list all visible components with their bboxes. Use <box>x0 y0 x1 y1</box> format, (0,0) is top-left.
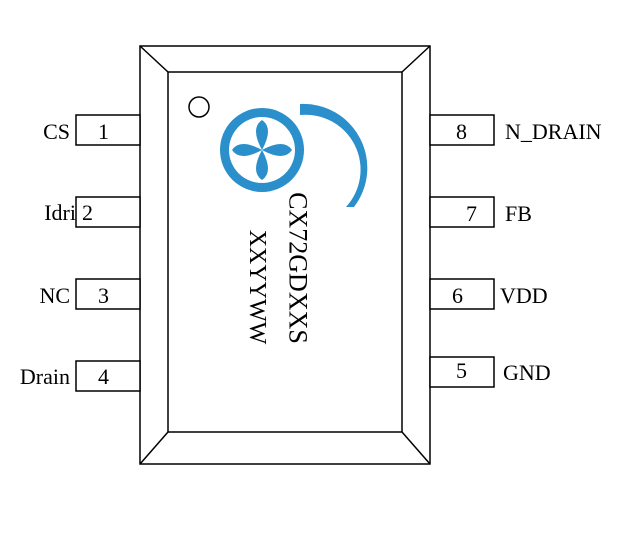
pin-number: 2 <box>82 200 93 225</box>
pin-4: 4 Drain <box>20 360 141 392</box>
pin-3: 3 NC <box>39 278 141 310</box>
pin-number: 6 <box>452 283 463 308</box>
bevel-top-left <box>139 45 169 73</box>
package-outline <box>139 45 431 465</box>
pin-lead <box>429 278 495 310</box>
part-number-marking: CX72GDXXS <box>284 192 313 344</box>
right-pins: 8 N_DRAIN 7 FB 6 VDD 5 GND <box>429 114 602 388</box>
pin-7: 7 FB <box>429 196 532 228</box>
pin-lead <box>429 114 495 146</box>
pin-lead <box>429 356 495 388</box>
pin-lead <box>75 278 141 310</box>
bevel-bottom-right <box>401 431 431 465</box>
pin-6: 6 VDD <box>429 278 548 310</box>
logo-ring <box>300 103 368 207</box>
pin-name: NC <box>39 283 70 308</box>
pin-lead <box>75 114 141 146</box>
package-body <box>139 45 431 465</box>
left-pins: 1 CS 2 Idri 3 NC 4 Drain <box>20 114 141 392</box>
pin-1: 1 CS <box>43 114 141 146</box>
pin-5: 5 GND <box>429 356 551 388</box>
pin-number: 1 <box>98 119 109 144</box>
pin-name: Idri <box>44 200 76 225</box>
bevel-top-right <box>401 45 431 73</box>
pin-lead <box>75 196 141 228</box>
pin-number: 3 <box>98 283 109 308</box>
pin-name: CS <box>43 119 70 144</box>
pin-lead <box>75 360 141 392</box>
logo-star-icon <box>232 120 292 180</box>
pin-name: N_DRAIN <box>505 119 602 144</box>
pin-number: 4 <box>98 364 109 389</box>
pin-name: GND <box>503 360 551 385</box>
pin-name: FB <box>505 201 532 226</box>
pin-number: 5 <box>456 358 467 383</box>
pin-8: 8 N_DRAIN <box>429 114 602 146</box>
pin-name: VDD <box>500 283 548 308</box>
pin-name: Drain <box>20 364 70 389</box>
date-code-marking: XXYYWW <box>244 230 270 345</box>
pin-number: 8 <box>456 119 467 144</box>
pin-2: 2 Idri <box>44 196 141 228</box>
pin-number: 7 <box>466 201 477 226</box>
pin-lead <box>429 196 495 228</box>
package-inner-outline <box>167 71 403 433</box>
company-logo <box>220 103 368 207</box>
bevel-bottom-left <box>139 431 169 465</box>
pin1-marker-circle <box>188 96 210 118</box>
